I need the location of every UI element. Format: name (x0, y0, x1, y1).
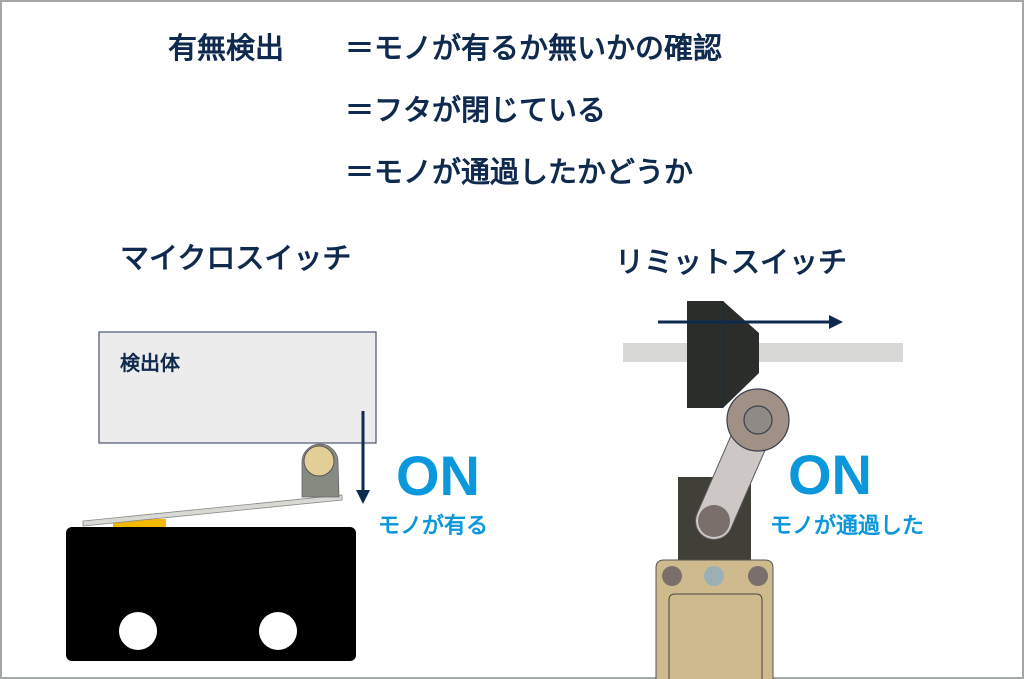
micro-switch-state: ON (396, 444, 480, 507)
lever (82, 494, 343, 527)
micro-switch-title: マイクロスイッチ (120, 241, 351, 275)
rail (623, 343, 903, 362)
limit-switch-illustration: リミットスイッチ ON モノが通過した (615, 245, 924, 679)
limit-switch-title: リミットスイッチ (615, 245, 847, 279)
screw (662, 566, 682, 586)
detected-object-label: 検出体 (120, 351, 181, 375)
heading-line-3: ＝モノが通過したかどうか (345, 155, 693, 189)
plunger (113, 519, 166, 528)
arrow-head (829, 315, 843, 329)
cover (668, 593, 763, 679)
pivot (698, 505, 730, 537)
detected-object (98, 331, 377, 444)
roller-hub (743, 405, 773, 435)
indicator (704, 566, 724, 586)
heading-line-1: ＝モノが有るか無いかの確認 (345, 31, 722, 65)
micro-switch-illustration: マイクロスイッチ 検出体 ON モノが有る (66, 241, 488, 661)
heading-line-2: ＝フタが閉じている (345, 93, 606, 127)
mount-hole (119, 612, 157, 650)
limit-switch-state-desc: モノが通過した (770, 513, 924, 539)
arrow-head (356, 490, 370, 504)
mount-hole (259, 612, 297, 650)
switch-body (66, 527, 356, 661)
heading-term: 有無検出 (168, 31, 284, 65)
roller (303, 445, 335, 477)
micro-switch-state-desc: モノが有る (378, 513, 488, 539)
screw (748, 566, 768, 586)
limit-switch-state: ON (788, 443, 872, 506)
